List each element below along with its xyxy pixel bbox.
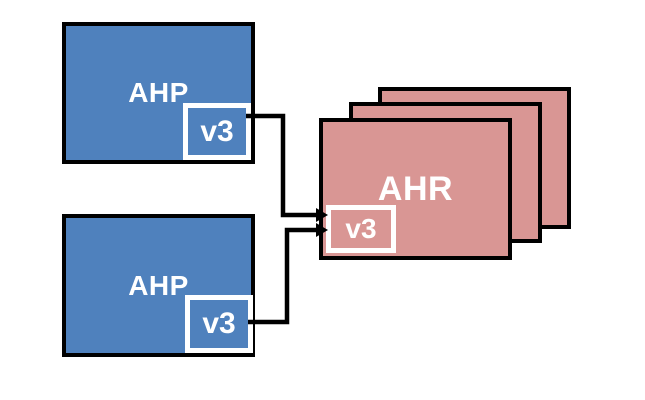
- connector-ahp-top-to-ahr: [246, 113, 328, 222]
- ahp-bottom-version-badge: v3: [185, 295, 253, 353]
- ahp-top-version-badge: v3: [183, 103, 251, 160]
- ahp-top-node: AHP v3: [62, 22, 255, 164]
- ahr-node: AHR v3: [319, 118, 512, 260]
- ahr-version-badge: v3: [326, 205, 396, 253]
- connector-ahp-bottom-to-ahr: [248, 223, 328, 325]
- ahr-label: AHR: [377, 170, 454, 208]
- ahp-bottom-node: AHP v3: [62, 214, 255, 357]
- ahp-top-label: AHP: [128, 77, 189, 108]
- ahp-bottom-label: AHP: [128, 269, 189, 301]
- ahp-top-version-label: v3: [200, 114, 234, 148]
- ahp-bottom-version-label: v3: [202, 307, 236, 340]
- ahr-version-label: v3: [345, 213, 377, 244]
